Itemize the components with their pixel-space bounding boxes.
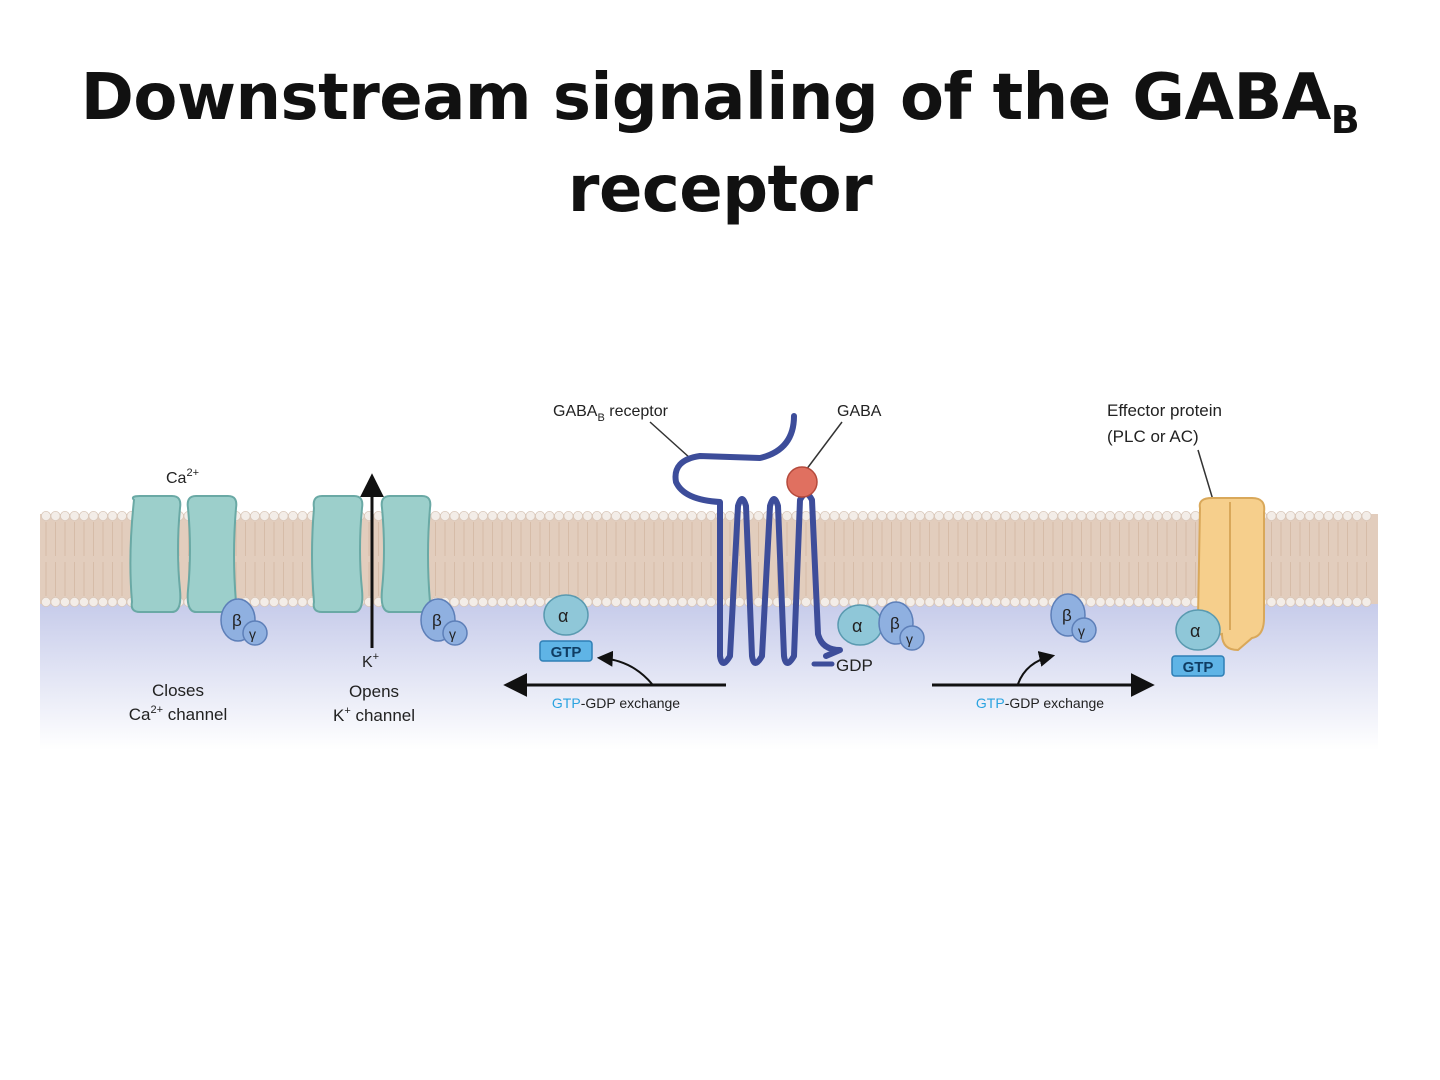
svg-text:γ: γ	[249, 626, 256, 642]
gtp-label-right: GTP	[1183, 659, 1214, 676]
effector-label-line2: (PLC or AC)	[1107, 427, 1199, 446]
svg-text:γ: γ	[906, 631, 913, 647]
gaba-label: GABA	[837, 403, 882, 420]
svg-text:β: β	[890, 614, 900, 633]
signaling-diagram: Ca2+ β γ Closes Ca2+ channel K+ β γ Open…	[40, 401, 1378, 750]
curved-arrow-left	[596, 650, 653, 685]
svg-text:γ: γ	[1078, 623, 1085, 639]
alpha-gtp-right: α GTP	[1171, 609, 1225, 677]
calcium-ion-label: Ca2+	[166, 467, 199, 487]
opens-label-line1: Opens	[349, 682, 399, 701]
svg-text:β: β	[232, 611, 242, 630]
potassium-channel	[311, 473, 432, 648]
svg-text:α: α	[558, 606, 568, 626]
gaba-ligand	[786, 466, 818, 498]
potassium-ion-label: K+	[362, 651, 379, 671]
calcium-channel	[129, 495, 238, 613]
title-main: Downstream signaling of the GABA	[80, 61, 1332, 135]
g-protein-heterotrimer: α β γ GDP	[811, 601, 925, 675]
opens-label-line2: K+ channel	[333, 705, 415, 725]
title-subscript: B	[1330, 98, 1360, 142]
receptor-pointer	[649, 421, 691, 459]
svg-text:γ: γ	[449, 626, 456, 642]
svg-text:β: β	[1062, 606, 1072, 625]
svg-text:α: α	[852, 616, 862, 636]
title-line2: receptor	[567, 153, 873, 227]
gdp-label: GDP	[836, 656, 873, 675]
receptor-label: GABAB receptor	[553, 403, 669, 424]
alpha-gtp-left: α GTP	[539, 594, 593, 662]
cell-membrane	[40, 510, 1378, 607]
exchange-label-right: GTP-GDP exchange	[976, 695, 1104, 711]
gtp-label-left: GTP	[551, 644, 582, 661]
effector-label-line1: Effector protein	[1107, 401, 1222, 420]
exchange-label-left: GTP-GDP exchange	[552, 695, 680, 711]
beta-gamma-subunit-ca: β γ	[220, 598, 268, 646]
gaba-pointer	[805, 421, 843, 471]
svg-text:β: β	[432, 611, 442, 630]
svg-text:α: α	[1190, 621, 1200, 641]
beta-gamma-subunit-k: β γ	[420, 598, 468, 646]
page-title: Downstream signaling of the GABAB recept…	[0, 52, 1440, 236]
closes-label-line2: Ca2+ channel	[129, 704, 228, 724]
beta-gamma-subunit-free: β γ	[1050, 593, 1097, 643]
closes-label-line1: Closes	[152, 681, 204, 700]
curved-arrow-right	[1017, 651, 1056, 685]
